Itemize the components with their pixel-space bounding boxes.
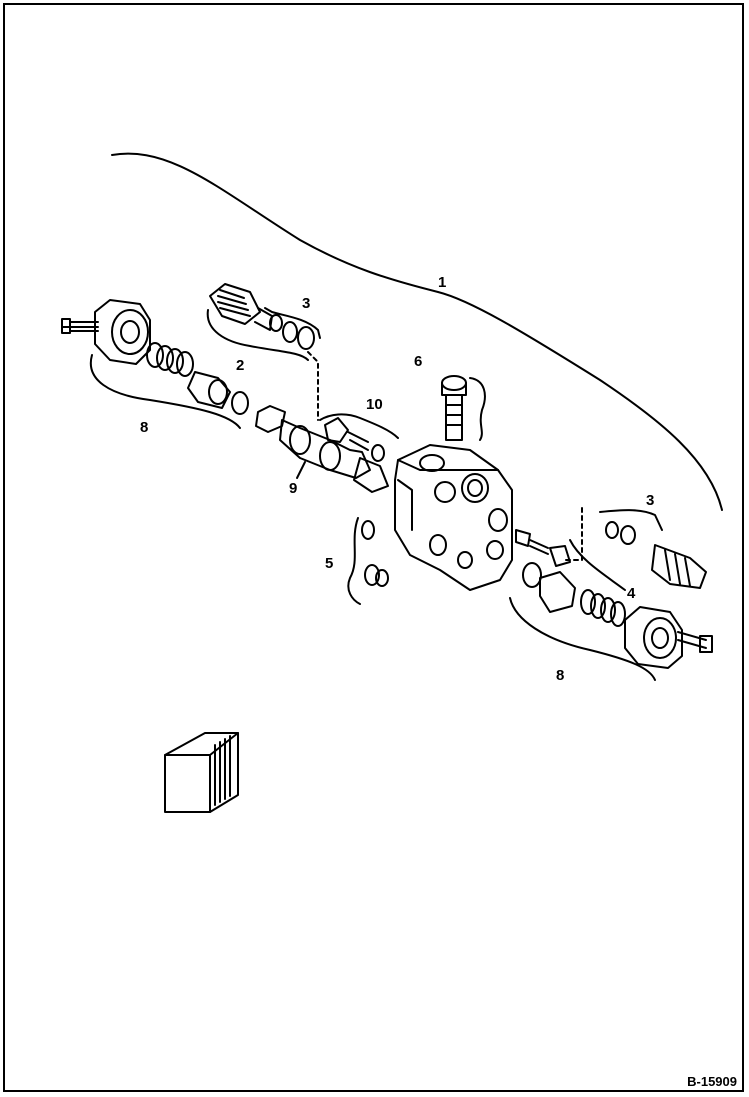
- page-border: [3, 3, 744, 1092]
- load-check: [324, 417, 385, 462]
- brace-3-right: [599, 509, 663, 531]
- leader-3-right-dashed: [564, 507, 583, 561]
- callout-5: 5: [325, 555, 333, 572]
- relief-valve-left: [209, 283, 283, 332]
- right-spring-seat: [522, 562, 576, 613]
- right-load-check: [515, 529, 571, 567]
- callout-3-upper: 3: [302, 295, 310, 312]
- valve-body: [394, 444, 513, 591]
- right-end-cap: [624, 606, 683, 669]
- brace-10: [319, 413, 399, 439]
- spool: [255, 405, 389, 493]
- callout-6: 6: [414, 353, 422, 370]
- callout-8-left: 8: [140, 419, 148, 436]
- callout-9: 9: [289, 480, 297, 497]
- callout-10: 10: [366, 396, 383, 413]
- brace-2: [206, 309, 309, 361]
- brace-8-right: [509, 597, 656, 681]
- left-bolt: [61, 318, 99, 334]
- seal-kit-box: [164, 732, 239, 813]
- callout-2: 2: [236, 357, 244, 374]
- port-plug: [441, 375, 467, 441]
- seal-kit-right: [605, 521, 636, 545]
- relief-valve-right: [651, 544, 707, 589]
- callout-4: 4: [627, 585, 636, 602]
- figure-id: B-15909: [687, 1074, 737, 1089]
- leader-3-10: [307, 351, 319, 421]
- left-spring-seat: [187, 371, 249, 415]
- brace-4: [569, 539, 626, 591]
- brace-1: [111, 152, 723, 511]
- callout-8-right: 8: [556, 667, 564, 684]
- seal-kit-5: [361, 520, 389, 587]
- left-end-cap: [94, 299, 151, 365]
- seal-kit-left: [282, 321, 315, 350]
- brace-3-upper: [264, 307, 321, 339]
- brace-6: [469, 377, 486, 441]
- callout-3-right: 3: [646, 492, 654, 509]
- right-spring: [580, 589, 626, 627]
- left-spring: [146, 342, 194, 377]
- callout-1: 1: [438, 274, 446, 291]
- brace-5: [347, 517, 361, 605]
- brace-8-left: [89, 354, 241, 429]
- right-bolt: [677, 631, 713, 653]
- leader-9: [296, 461, 306, 479]
